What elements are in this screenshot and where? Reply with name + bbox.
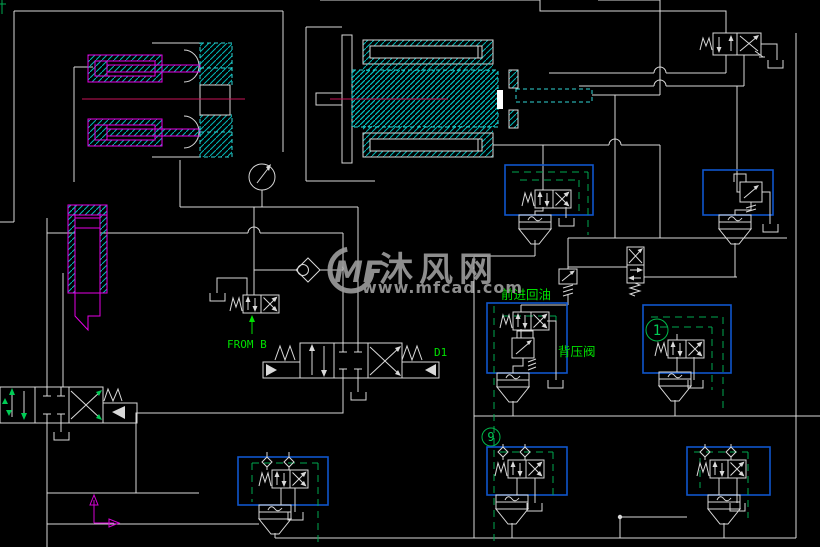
filter-icon <box>718 214 752 245</box>
filter-icon <box>518 214 552 245</box>
forward-return-label: 前进回油 <box>501 287 551 302</box>
check-valve[interactable] <box>295 257 321 283</box>
valve-group-g2-relief[interactable] <box>702 169 779 250</box>
callout-circle <box>645 318 669 342</box>
filter-icon <box>496 372 530 403</box>
orifice-icon <box>261 456 273 468</box>
spring-icon <box>628 282 642 297</box>
valve-top-right[interactable] <box>699 32 784 86</box>
filter-icon <box>495 494 529 525</box>
valve-group-g5[interactable]: 9 <box>481 427 568 525</box>
pipe-junction-dot <box>617 514 623 520</box>
spring-icon <box>562 284 574 297</box>
filter-icon <box>707 494 741 525</box>
solenoid-icon <box>425 364 436 376</box>
valve-group-g3[interactable]: 1 <box>642 304 732 412</box>
tank-symbol <box>350 391 367 401</box>
tank-symbol <box>547 379 564 389</box>
clamp-cylinder-assembly[interactable] <box>73 42 245 182</box>
corner-marker <box>0 0 6 14</box>
back-pressure-valve[interactable] <box>511 330 537 371</box>
tank-symbol <box>767 59 784 69</box>
valve-d1[interactable]: D1 <box>262 342 447 401</box>
flow-arrow-icon <box>249 315 255 322</box>
valve-group-g6[interactable] <box>686 444 771 525</box>
valve-from-b[interactable]: FROM B <box>209 277 280 351</box>
d1-label: D1 <box>434 346 447 359</box>
pressure-gauge[interactable] <box>248 163 276 207</box>
gear-block[interactable] <box>199 42 233 158</box>
valve-group-g1[interactable] <box>504 164 594 245</box>
ucs-axes-icon <box>89 493 121 528</box>
watermark-site-name: 沐风网 <box>379 250 499 290</box>
solenoid-icon <box>112 406 125 419</box>
back-pressure-label: 背压阀 <box>558 344 596 359</box>
callout-circle <box>481 427 501 447</box>
tank-symbol <box>762 223 779 233</box>
tank-symbol <box>526 502 543 512</box>
spring-icon <box>274 344 296 362</box>
valve-inline-vertical[interactable] <box>626 246 645 297</box>
watermark-site-url: www.mfcad.com <box>362 278 523 297</box>
callout-9: 9 <box>487 430 494 444</box>
spring-icon <box>527 358 537 371</box>
tank-symbol <box>209 292 226 302</box>
watermark-logo-text: MF <box>334 255 383 289</box>
filter-icon <box>658 371 692 402</box>
tool-slide[interactable] <box>67 204 108 332</box>
watermark: MF 沐风网 www.mfcad.com <box>327 246 523 297</box>
tank-symbol <box>558 217 575 227</box>
relief-inline[interactable] <box>558 268 578 297</box>
spring-icon <box>103 387 123 403</box>
spring-icon <box>699 36 713 51</box>
spring-icon <box>401 344 423 362</box>
spindle-cylinder-assembly[interactable] <box>305 26 660 182</box>
rod-end-linkage[interactable] <box>497 69 660 129</box>
from-b-label: FROM B <box>227 338 267 351</box>
filter-icon <box>258 504 292 535</box>
valve-group-g4-forward-return[interactable]: 前进回油 背压阀 <box>486 287 596 545</box>
tank-symbol <box>53 431 70 441</box>
watermark-logo-icon <box>327 246 375 294</box>
valve-group-g0[interactable] <box>237 452 329 547</box>
callout-1: 1 <box>653 323 661 339</box>
valve-clamp-left[interactable] <box>0 386 138 493</box>
solenoid-icon <box>266 364 277 376</box>
orifice-icon <box>283 456 295 468</box>
pipe-network <box>47 66 787 538</box>
tank-symbol <box>729 502 746 512</box>
